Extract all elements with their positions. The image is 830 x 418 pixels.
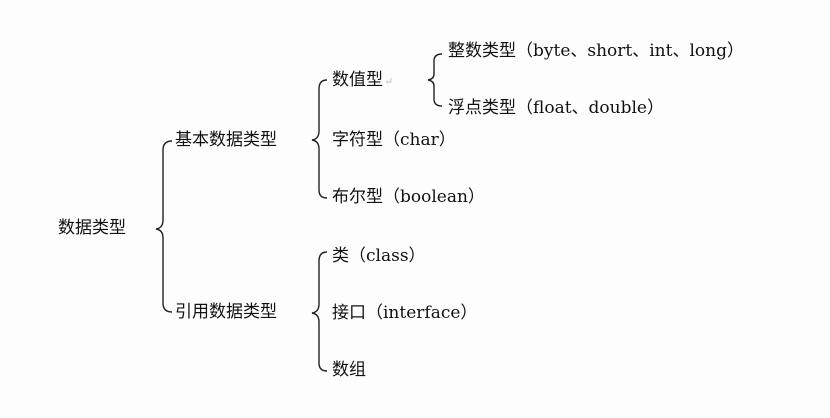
boolean-label: 布尔型（boolean） (332, 187, 485, 207)
primitive-brace (311, 79, 328, 199)
primitive-label: 基本数据类型 (175, 130, 277, 150)
root-label: 数据类型 (58, 218, 126, 238)
numeric-label: 数值型 (332, 70, 383, 90)
char-label: 字符型（char） (332, 130, 456, 150)
numeric-brace (427, 53, 443, 107)
float-label: 浮点类型（float、double） (448, 98, 664, 118)
interface-label: 接口（interface） (332, 303, 478, 323)
return-mark-icon: ↵ (384, 75, 394, 88)
numeric-node: 数值型↵ (332, 70, 393, 92)
root-brace (155, 140, 173, 313)
integer-label: 整数类型（byte、short、int、long） (448, 41, 744, 61)
class-label: 类（class） (332, 246, 426, 266)
reference-label: 引用数据类型 (175, 302, 277, 322)
array-label: 数组 (332, 360, 366, 380)
reference-brace (311, 251, 328, 372)
